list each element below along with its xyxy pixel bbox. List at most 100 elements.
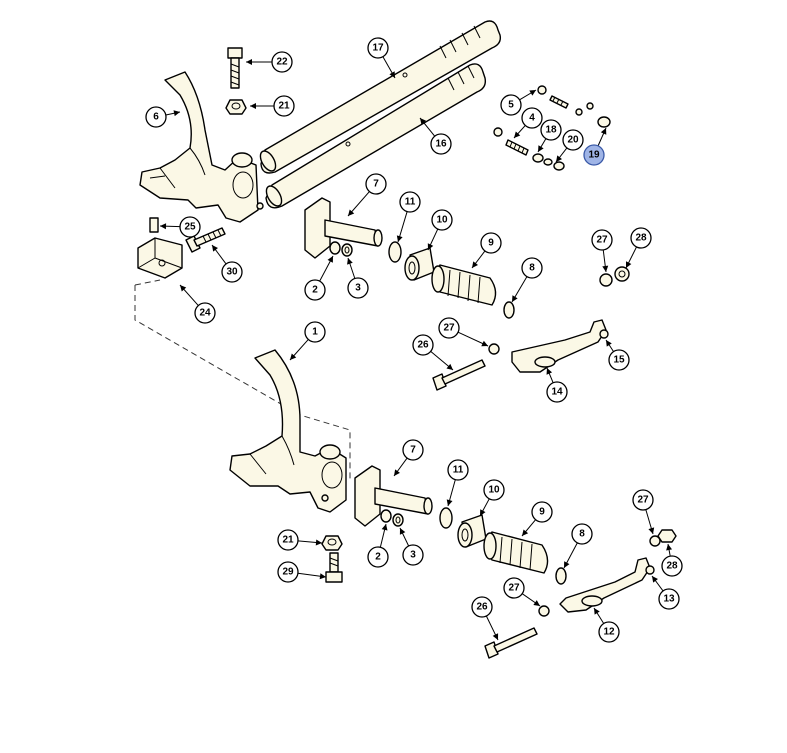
callout-circle[interactable] (221, 261, 243, 283)
callout-8[interactable]: 8 (521, 257, 543, 279)
callout-29[interactable]: 29 (277, 561, 299, 583)
callout-circle[interactable] (632, 489, 654, 511)
callout-27[interactable]: 27 (438, 317, 460, 339)
callout-21[interactable]: 21 (277, 529, 299, 551)
callout-3[interactable]: 3 (347, 277, 369, 299)
callout-circle[interactable] (571, 523, 593, 545)
callout-circle[interactable] (271, 51, 293, 73)
callout-circle[interactable] (598, 621, 620, 643)
callout-20[interactable]: 20 (562, 129, 584, 151)
callout-circle[interactable] (273, 95, 295, 117)
leader-arrowhead (327, 256, 333, 263)
callout-2[interactable]: 2 (367, 546, 389, 568)
leader-arrowhead (481, 340, 488, 347)
callout-22[interactable]: 22 (271, 51, 293, 73)
callout-circle[interactable] (304, 321, 326, 343)
callout-circle[interactable] (562, 129, 584, 151)
callout-27[interactable]: 27 (632, 489, 654, 511)
callout-circle[interactable] (399, 191, 421, 213)
callout-circle[interactable] (277, 561, 299, 583)
callout-circle[interactable] (483, 479, 505, 501)
callout-9[interactable]: 9 (480, 232, 502, 254)
callout-circle[interactable] (402, 544, 424, 566)
callout-25[interactable]: 25 (179, 216, 201, 238)
callout-circle[interactable] (430, 133, 452, 155)
callout-21[interactable]: 21 (273, 95, 295, 117)
callout-26[interactable]: 26 (471, 596, 493, 618)
callout-circle[interactable] (546, 381, 568, 403)
leader-arrowhead (396, 235, 403, 242)
callout-circle[interactable] (531, 501, 553, 523)
callout-circle[interactable] (608, 349, 630, 371)
callout-17[interactable]: 17 (367, 37, 389, 59)
callout-7[interactable]: 7 (402, 439, 424, 461)
callout-8[interactable]: 8 (571, 523, 593, 545)
callout-circle[interactable] (540, 119, 562, 141)
callout-circle[interactable] (367, 546, 389, 568)
callout-circle[interactable] (503, 577, 525, 599)
guide-line (134, 279, 161, 286)
callout-27[interactable]: 27 (591, 229, 613, 251)
callout-circle[interactable] (402, 439, 424, 461)
callout-circle[interactable] (145, 106, 167, 128)
callout-circle[interactable] (447, 459, 469, 481)
callout-circle[interactable] (661, 555, 683, 577)
callout-15[interactable]: 15 (608, 349, 630, 371)
callout-circle[interactable] (480, 232, 502, 254)
callout-circle[interactable] (471, 596, 493, 618)
leader-arrowhead (594, 608, 600, 615)
callout-circle[interactable] (583, 144, 605, 166)
callout-circle[interactable] (431, 209, 453, 231)
callout-circle[interactable] (179, 216, 201, 238)
callout-26[interactable]: 26 (412, 334, 434, 356)
callout-9[interactable]: 9 (531, 501, 553, 523)
callout-label: 2 (312, 285, 318, 296)
callout-10[interactable]: 10 (483, 479, 505, 501)
callout-3[interactable]: 3 (402, 544, 424, 566)
callout-circle[interactable] (304, 279, 326, 301)
callout-circle[interactable] (367, 37, 389, 59)
callout-7[interactable]: 7 (365, 173, 387, 195)
callout-6[interactable]: 6 (145, 106, 167, 128)
callout-10[interactable]: 10 (431, 209, 453, 231)
callout-11[interactable]: 11 (399, 191, 421, 213)
callout-circle[interactable] (438, 317, 460, 339)
callout-circle[interactable] (630, 227, 652, 249)
callout-circle[interactable] (658, 588, 680, 610)
callout-14[interactable]: 14 (546, 381, 568, 403)
callout-16[interactable]: 16 (430, 133, 452, 155)
callout-12[interactable]: 12 (598, 621, 620, 643)
seal-10-lower (457, 514, 487, 548)
leader-arrowhead (420, 118, 427, 125)
callout-28[interactable]: 28 (661, 555, 683, 577)
callout-label: 25 (184, 222, 196, 233)
callout-18[interactable]: 18 (540, 119, 562, 141)
o-ring-8-lower (555, 567, 567, 585)
callout-5[interactable]: 5 (500, 94, 522, 116)
callout-circle[interactable] (500, 94, 522, 116)
callout-label: 4 (529, 113, 535, 124)
callout-2[interactable]: 2 (304, 279, 326, 301)
callout-27[interactable]: 27 (503, 577, 525, 599)
callout-circle[interactable] (277, 529, 299, 551)
callout-label: 12 (603, 627, 615, 638)
callout-13[interactable]: 13 (658, 588, 680, 610)
callout-4[interactable]: 4 (521, 107, 543, 129)
callout-circle[interactable] (521, 107, 543, 129)
callout-circle[interactable] (521, 257, 543, 279)
callout-circle[interactable] (194, 302, 216, 324)
callout-label: 18 (545, 125, 557, 136)
callout-19[interactable]: 19 (583, 144, 605, 166)
callout-1[interactable]: 1 (304, 321, 326, 343)
callout-30[interactable]: 30 (221, 261, 243, 283)
callout-circle[interactable] (347, 277, 369, 299)
callout-circle[interactable] (365, 173, 387, 195)
leader-arrowhead (399, 528, 406, 535)
callout-24[interactable]: 24 (194, 302, 216, 324)
callout-28[interactable]: 28 (630, 227, 652, 249)
callout-circle[interactable] (412, 334, 434, 356)
leader-arrowhead (160, 223, 167, 230)
callout-circle[interactable] (591, 229, 613, 251)
callout-11[interactable]: 11 (447, 459, 469, 481)
